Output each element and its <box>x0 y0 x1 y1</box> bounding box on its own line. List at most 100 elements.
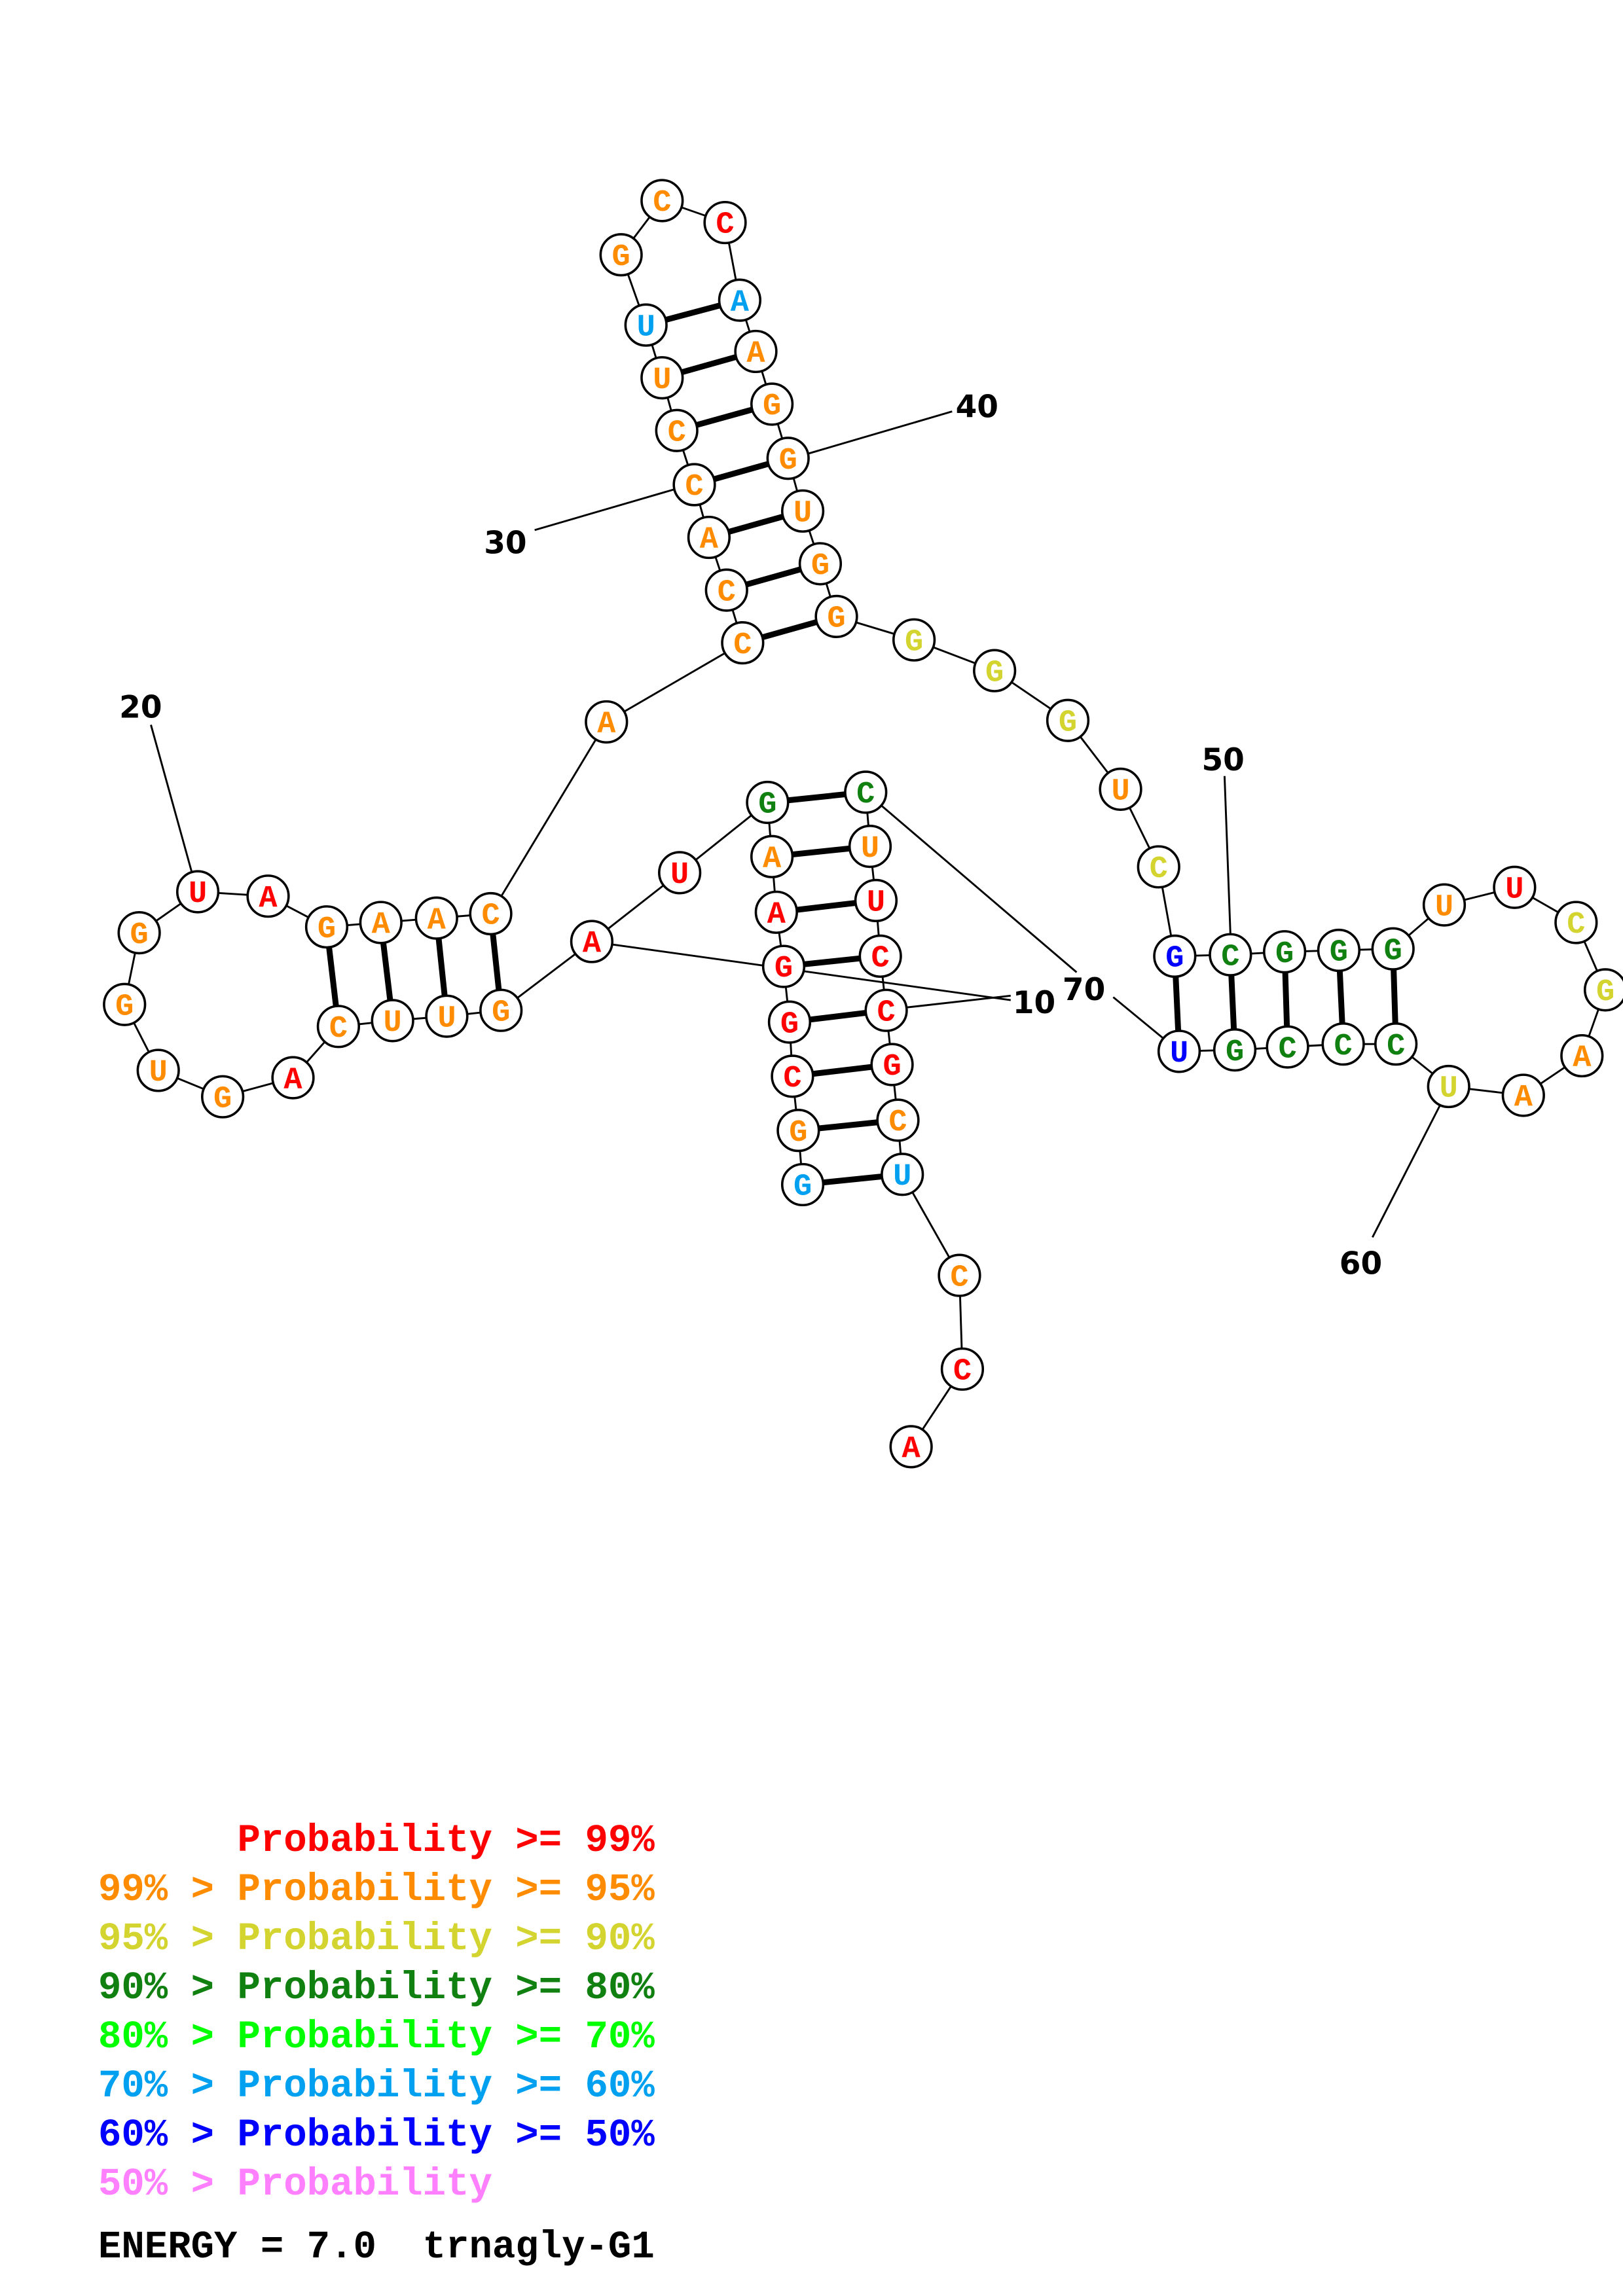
nucleotide-circle <box>624 303 668 347</box>
nucleotide-base: C <box>871 942 890 977</box>
nucleotide-circle <box>1213 1028 1257 1072</box>
nucleotide-circle <box>1046 698 1090 742</box>
nucleotide-base: G <box>1165 942 1184 977</box>
nucleotide-base: G <box>492 996 510 1030</box>
nucleotide-circle <box>246 874 290 918</box>
nucleotide-base: U <box>1111 775 1129 810</box>
nucleotide-circle <box>655 408 699 452</box>
nucleotide-base: C <box>1221 940 1239 975</box>
legend-prefix: 90% <box>98 1966 191 2010</box>
nucleotide-base: C <box>950 1261 968 1295</box>
backbone-segment <box>606 641 744 723</box>
nucleotide-52: G <box>1317 928 1361 973</box>
nucleotide-base: A <box>731 285 750 320</box>
backbone-segment <box>865 791 1078 973</box>
nucleotide-circle <box>103 982 147 1026</box>
nucleotide-7: A <box>750 834 794 878</box>
nucleotide-circle <box>798 542 843 586</box>
nucleotide-45: G <box>973 649 1017 692</box>
nucleotide-circle <box>1427 1064 1470 1109</box>
nucleotide-circle <box>780 1162 825 1207</box>
nucleotide-circle <box>640 179 684 223</box>
nucleotide-base: G <box>779 444 797 478</box>
nucleotide-base: A <box>767 897 786 932</box>
nucleotide-circle <box>599 233 643 277</box>
nucleotide-circle <box>1501 1073 1545 1117</box>
position-label-70: 70 <box>1063 972 1105 1008</box>
nucleotide-46: G <box>1046 698 1090 742</box>
nucleotide-15: A <box>271 1056 315 1100</box>
nucleotide-40: G <box>766 437 810 480</box>
nucleotide-base: G <box>827 602 845 637</box>
position-label-60: 60 <box>1340 1246 1382 1282</box>
nucleotide-base: C <box>718 575 736 610</box>
nucleotide-base: G <box>318 912 336 947</box>
nucleotide-22: G <box>304 905 349 949</box>
position-label-30: 30 <box>484 526 526 562</box>
nucleotide-circle <box>718 278 761 322</box>
nucleotide-73: U <box>881 1153 924 1196</box>
energy-title: ENERGY = 7.0 trnagly-G1 <box>98 2225 655 2269</box>
nucleotide-17: U <box>136 1049 180 1092</box>
nucleotide-circle <box>271 1056 315 1100</box>
nucleotide-47: U <box>1099 767 1142 811</box>
nucleotide-circle <box>889 1425 933 1469</box>
nucleotide-59: A <box>1501 1073 1545 1117</box>
legend-text: Probability >= 99% <box>237 1819 655 1863</box>
legend-text: Probability >= 60% <box>237 2064 655 2108</box>
nucleotide-circle <box>766 437 810 480</box>
legend-item-p70: 80% > Probability >= 70% <box>98 2013 655 2062</box>
nucleotide-42: G <box>798 542 843 586</box>
nucleotide-circle <box>844 770 888 814</box>
legend-cmp: > <box>191 1868 238 1912</box>
nucleotide-base: G <box>1384 934 1402 969</box>
nucleotide-circle <box>1209 933 1252 977</box>
nucleotide-34: G <box>599 233 643 277</box>
nucleotide-53: G <box>1371 927 1415 971</box>
nucleotide-circle <box>746 780 790 825</box>
legend-prefix: 80% <box>98 2015 191 2059</box>
nucleotide-base: G <box>130 918 149 953</box>
nucleotide-base: C <box>1387 1030 1405 1064</box>
nucleotide-57: G <box>1583 968 1623 1012</box>
nucleotide-41: U <box>780 489 825 533</box>
nucleotide-circle <box>359 901 403 944</box>
nucleotide-base: U <box>1435 890 1453 925</box>
nucleotide-38: A <box>734 329 778 374</box>
nucleotide-base: C <box>733 628 752 663</box>
nucleotide-circle <box>425 994 469 1038</box>
nucleotide-60: U <box>1427 1064 1470 1109</box>
nucleotide-circle <box>479 988 523 1032</box>
nucleotide-circle <box>854 878 898 923</box>
nucleotide-63: C <box>1266 1025 1309 1069</box>
nucleotide-circle <box>585 700 629 744</box>
nucleotide-circle <box>780 489 825 533</box>
nucleotide-circle <box>1554 901 1598 944</box>
nucleotide-13: U <box>371 999 414 1043</box>
nucleotide-circle <box>938 1253 981 1297</box>
nucleotide-base: G <box>905 625 923 660</box>
nucleotide-1: G <box>780 1162 825 1207</box>
nucleotide-base: C <box>668 416 686 450</box>
nucleotide-base: G <box>811 549 830 584</box>
nucleotide-50: C <box>1209 933 1252 977</box>
nucleotide-circle <box>703 200 747 245</box>
nucleotide-base: G <box>1596 975 1614 1010</box>
nucleotide-75: C <box>940 1347 985 1391</box>
nucleotide-base: U <box>1170 1037 1188 1071</box>
nucleotide-base: C <box>877 996 896 1030</box>
nucleotide-36: C <box>703 200 747 245</box>
nucleotide-base: A <box>597 708 616 742</box>
nucleotide-16: G <box>201 1075 245 1119</box>
nucleotide-circle <box>1266 1025 1309 1069</box>
nucleotide-circle <box>1137 845 1180 889</box>
nucleotide-base: G <box>1059 706 1077 740</box>
nucleotide-circle <box>1371 927 1415 971</box>
nucleotide-72: C <box>876 1098 920 1142</box>
nucleotide-base: C <box>888 1105 907 1140</box>
nucleotide-51: G <box>1263 930 1307 974</box>
